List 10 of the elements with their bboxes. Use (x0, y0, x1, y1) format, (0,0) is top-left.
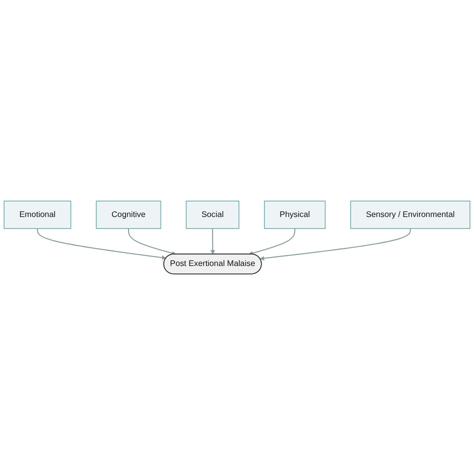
node-box: Physical (264, 200, 326, 228)
node-box: Sensory / Environmental (350, 200, 470, 228)
arrow (128, 228, 176, 255)
node-box: Social (186, 200, 240, 228)
arrow (210, 228, 215, 254)
arrow (260, 228, 411, 260)
node-box: Emotional (4, 200, 72, 228)
arrow (36, 228, 166, 260)
node-box: Cognitive (96, 200, 162, 228)
arrow (248, 228, 296, 255)
